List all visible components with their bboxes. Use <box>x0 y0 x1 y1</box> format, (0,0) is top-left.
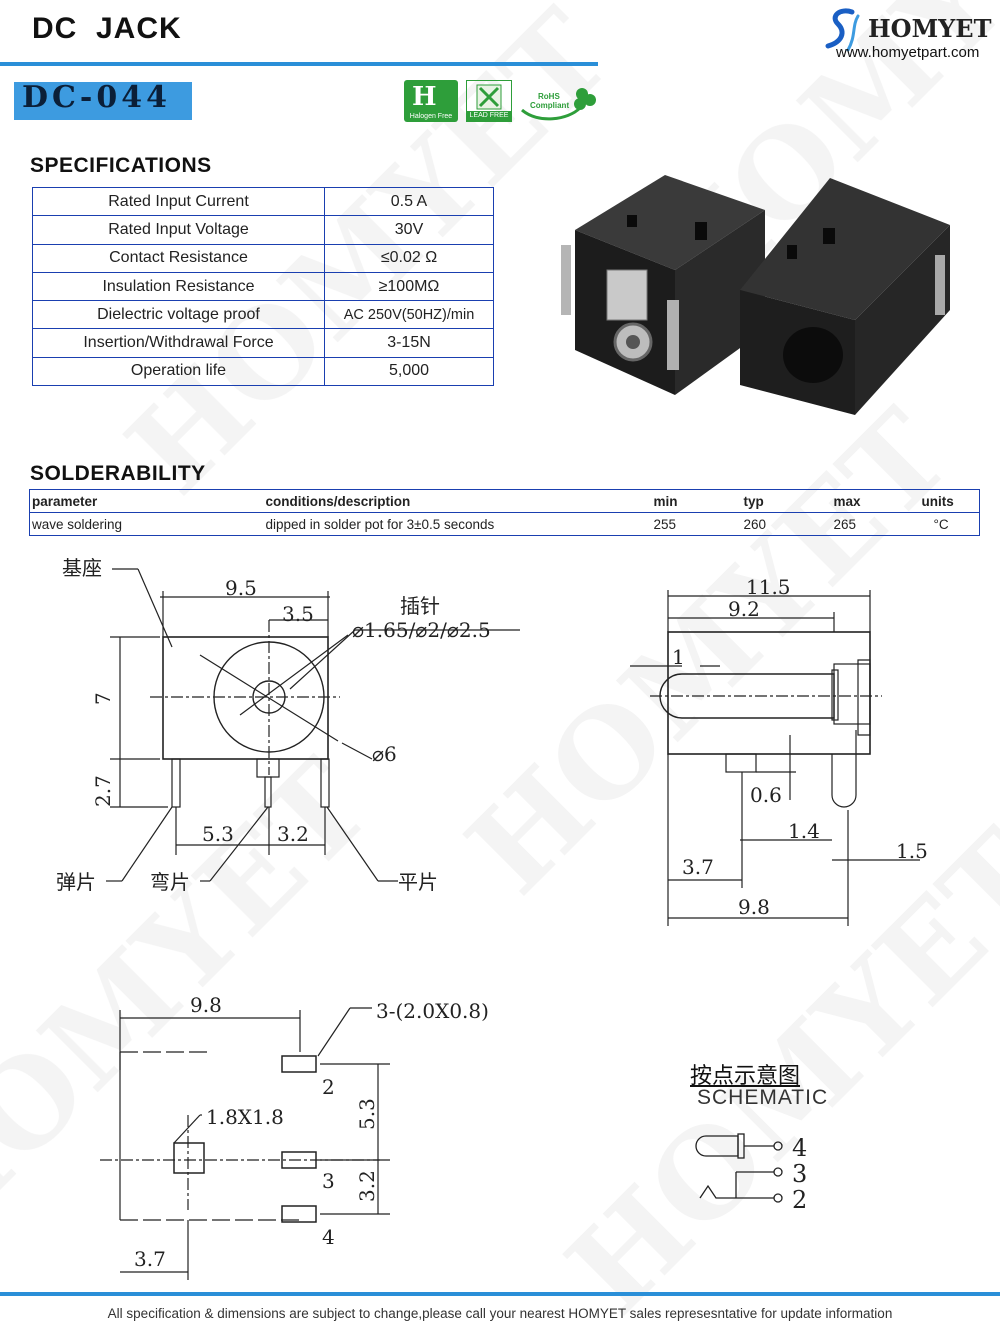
base-label: 基座 <box>62 556 102 580</box>
pin-4: 4 <box>322 1225 335 1249</box>
header-cell: max <box>831 489 920 513</box>
spec-name: Operation life <box>32 356 325 387</box>
schematic-title-en: SCHEMATIC <box>697 1086 829 1109</box>
specifications-heading: SPECIFICATIONS <box>30 154 212 177</box>
spec-value: 0.5 A <box>324 186 494 217</box>
table-cell: dipped in solder pot for 3±0.5 seconds <box>263 512 652 536</box>
table-header-row: parameter conditions/description min typ… <box>29 489 980 513</box>
dim-9-5: 9.5 <box>225 576 257 600</box>
lead-free-label: LEAD FREE <box>467 111 511 121</box>
spec-name: Contact Resistance <box>32 243 325 273</box>
solderability-table: parameter conditions/description min typ… <box>29 489 980 536</box>
spec-name: Rated Input Voltage <box>32 215 325 245</box>
spec-value: 30V <box>324 215 494 245</box>
model-number: DC-044 <box>22 80 171 115</box>
bent-label: 弯片 <box>150 870 190 894</box>
solderability-heading: SOLDERABILITY <box>30 462 206 485</box>
page-title: DC JACK <box>32 12 182 45</box>
rohs-label-2: Compliant <box>530 101 570 110</box>
hole-size: 1.8X1.8 <box>206 1105 284 1129</box>
rohs-leaf-icon <box>521 88 596 121</box>
footer-disclaimer: All specification & dimensions are subje… <box>107 1306 893 1321</box>
pcb-layout-drawing: 9.8 3-(2.0X0.8) 1.8X1.8 2 3 4 5.3 3.2 3.… <box>100 993 489 1280</box>
dim-9-8: 9.8 <box>190 993 222 1017</box>
dim-3-7: 3.7 <box>134 1247 166 1271</box>
dim-3-2: 3.2 <box>277 822 309 846</box>
dim-5-3: 5.3 <box>355 1098 379 1130</box>
spec-name: Dielectric voltage proof <box>32 300 325 330</box>
schematic-diagram: 4 3 2 <box>695 1133 807 1214</box>
product-photo <box>561 175 950 415</box>
halogen-free-icon: H <box>412 82 437 112</box>
spec-value: ≤0.02 Ω <box>324 243 494 273</box>
halogen-free-label: Halogen Free <box>409 113 453 120</box>
side-view-drawing: 11.5 9.2 1 0.6 1.4 1.5 3.7 9.8 <box>630 575 928 926</box>
spring-label: 弹片 <box>56 870 96 894</box>
dim-9-8: 9.8 <box>738 895 770 919</box>
spec-value: AC 250V(50HZ)/min <box>324 300 494 330</box>
brand-logo-icon <box>825 8 860 52</box>
table-cell: 260 <box>741 512 832 536</box>
dim-1: 1 <box>672 645 685 669</box>
table-cell: °C <box>919 512 980 536</box>
schematic-pin-4: 4 <box>792 1134 807 1162</box>
dim-7: 7 <box>91 692 115 705</box>
brand-name: HOMYET <box>868 14 992 43</box>
table-cell: 265 <box>831 512 920 536</box>
dim-0-6: 0.6 <box>750 783 782 807</box>
brand-website: www.homyetpart.com <box>836 44 980 61</box>
table-cell: 255 <box>651 512 742 536</box>
dim-3-2: 3.2 <box>355 1170 379 1202</box>
pad-size: 3-(2.0X0.8) <box>376 999 489 1023</box>
header-cell: conditions/description <box>263 489 652 513</box>
front-view-drawing: 基座 9.5 3.5 插针 ⌀1.65/⌀2/⌀2.5 ⌀6 7 2.7 5.3… <box>56 556 520 894</box>
dim-3-5: 3.5 <box>282 602 314 626</box>
lead-free-icon <box>476 84 502 110</box>
schematic-pin-2: 2 <box>792 1186 807 1214</box>
table-row: wave soldering dipped in solder pot for … <box>29 512 980 536</box>
spec-value: ≥100MΩ <box>324 271 494 302</box>
table-cell: wave soldering <box>29 512 264 536</box>
dim-1-4: 1.4 <box>788 819 820 843</box>
footer-divider <box>0 1292 1000 1296</box>
pin-label: 插针 <box>400 594 440 618</box>
flat-label: 平片 <box>398 870 438 894</box>
spec-value: 3-15N <box>324 328 494 358</box>
header-cell: min <box>651 489 742 513</box>
header-cell: typ <box>741 489 832 513</box>
table-row: Insulation Resistance≥100MΩ <box>32 271 494 302</box>
dim-5-3: 5.3 <box>202 822 234 846</box>
model-banner <box>14 82 192 120</box>
pin-2: 2 <box>322 1075 335 1099</box>
header-divider <box>0 62 598 66</box>
spec-value: 5,000 <box>324 356 494 387</box>
dim-dia-6: ⌀6 <box>372 742 397 766</box>
dim-2-7: 2.7 <box>91 775 115 807</box>
spec-name: Insulation Resistance <box>32 271 325 302</box>
spec-name: Rated Input Current <box>32 186 325 217</box>
rohs-badge: RoHS Compliant <box>518 80 596 122</box>
dim-1-5: 1.5 <box>896 839 928 863</box>
spec-name: Insertion/Withdrawal Force <box>32 328 325 358</box>
pin-diameter: ⌀1.65/⌀2/⌀2.5 <box>352 618 491 642</box>
header-cell: parameter <box>29 489 264 513</box>
schematic-pin-3: 3 <box>792 1160 807 1188</box>
dim-11-5: 11.5 <box>746 575 791 599</box>
rohs-label-1: RoHS <box>538 92 560 101</box>
schematic-title-cn: 按点示意图 <box>690 1064 801 1089</box>
dim-9-2: 9.2 <box>728 597 760 621</box>
header-cell: units <box>919 489 980 513</box>
pin-3: 3 <box>322 1169 335 1193</box>
halogen-free-badge: H Halogen Free <box>404 80 458 122</box>
dim-3-7: 3.7 <box>682 855 714 879</box>
table-row: Contact Resistance≤0.02 Ω <box>32 243 494 273</box>
lead-free-badge: LEAD FREE <box>466 80 512 122</box>
